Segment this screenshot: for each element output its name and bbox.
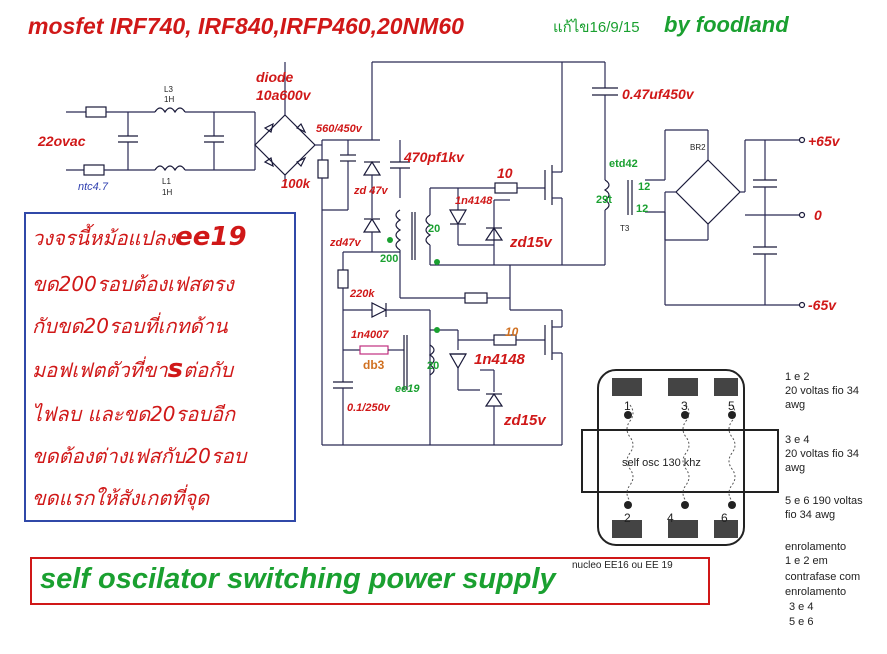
main-bus: [317, 61, 605, 446]
label-winding-200: 200: [380, 253, 398, 265]
label-winding-12b: 12: [636, 203, 648, 215]
label-diode-val: 10a600v: [256, 87, 312, 103]
label-br2: BR2: [690, 143, 706, 152]
svg-text:awg: awg: [785, 462, 805, 474]
label-winding-20-top: 20: [428, 223, 440, 235]
svg-text:3 e 4: 3 e 4: [789, 601, 813, 613]
svg-text:5 e 6: 5 e 6: [789, 616, 813, 628]
label-l3: L3: [164, 85, 173, 94]
label-v-pos: +65v: [808, 133, 841, 149]
thai-line-6: ขดต้องต่างเฟสกับ20รอบ: [32, 444, 247, 468]
label-zd47-top: zd 47v: [353, 185, 389, 197]
label-l3-val: 1H: [164, 95, 174, 104]
svg-text:enrolamento: enrolamento: [785, 586, 846, 598]
svg-text:3 e 4: 3 e 4: [785, 434, 809, 446]
footer-title: self oscilator switching power supply: [40, 563, 556, 595]
input-filter: [66, 106, 255, 176]
label-winding-12a: 12: [638, 181, 650, 193]
pin-1: 1: [624, 399, 631, 413]
svg-text:20 voltas fio 34: 20 voltas fio 34: [785, 385, 859, 397]
label-ee19: ee19: [395, 383, 420, 395]
nucleo-label: nucleo EE16 ou EE 19: [572, 560, 673, 571]
core-label: self osc 130 khz: [622, 457, 701, 469]
bridge-rectifier-1: [254, 62, 322, 185]
svg-text:20 voltas fio 34: 20 voltas fio 34: [785, 448, 859, 460]
svg-text:awg: awg: [785, 399, 805, 411]
thai-line-4: มอฟเฟตตัวที่ขาsต่อกับ: [32, 354, 233, 384]
label-29t: 29t: [596, 194, 612, 206]
label-db3: db3: [363, 358, 385, 372]
inductor-l1: [154, 165, 186, 172]
label-bulk-cap: 560/450v: [316, 123, 363, 135]
pin-5: 5: [728, 399, 735, 413]
label-1n4148-top: 1n4148: [455, 195, 493, 207]
pin-2: 2: [624, 511, 631, 525]
thai-line-7: ขดแรกให้สังเกตที่จุด: [32, 486, 210, 510]
thai-line-1: วงจรนี้หม้อแปลงee19: [32, 222, 247, 252]
svg-text:enrolamento: enrolamento: [785, 541, 846, 553]
thai-line-2: ขด200รอบต้องเฟสตรง: [32, 272, 234, 296]
pin-3: 3: [681, 399, 688, 413]
winding-notes: 1 e 2 20 voltas fio 34 awg 3 e 4 20 volt…: [785, 371, 863, 628]
output-section: [562, 62, 806, 309]
footer-box: self oscilator switching power supply: [30, 557, 710, 605]
inductor-l3: [154, 107, 186, 114]
fuse-symbol: [85, 106, 107, 118]
thai-note-box: วงจรนี้หม้อแปลงee19 ขด200รอบต้องเฟสตรง ก…: [24, 212, 296, 522]
svg-text:contrafase com: contrafase com: [785, 571, 860, 583]
label-100k: 100k: [281, 176, 311, 191]
label-1n4148-bot: 1n4148: [474, 351, 526, 368]
author-text: by foodland: [664, 12, 789, 37]
revision-text: แก้ไข16/9/15: [553, 18, 640, 36]
label-ntc: ntc4.7: [78, 181, 109, 193]
label-r10-top: 10: [497, 165, 513, 181]
phase-dot: [434, 327, 440, 333]
upper-gate-drive: [425, 150, 563, 266]
label-l1-val: 1H: [162, 188, 172, 197]
label-t3: T3: [620, 224, 630, 233]
label-r10-bot: 10: [505, 325, 519, 339]
label-zd15-top: zd15v: [509, 234, 553, 251]
label-zd47-bot: zd47v: [329, 237, 361, 249]
label-v-zero: 0: [814, 207, 822, 223]
phase-dot: [387, 237, 393, 243]
thai-line-5: ไฟลบ และขด20รอบอีก: [32, 402, 236, 426]
diagram-title: mosfet IRF740, IRF840,IRFP460,20NM60: [28, 13, 464, 39]
label-470pf: 470pf1kv: [403, 149, 465, 165]
svg-text:1 e 2: 1 e 2: [785, 371, 809, 383]
svg-text:5 e 6 190 voltas: 5 e 6 190 voltas: [785, 495, 863, 507]
label-zd15-bot: zd15v: [503, 412, 547, 429]
pin-4: 4: [667, 511, 674, 525]
pin-6: 6: [721, 511, 728, 525]
label-cap-01: 0.1/250v: [347, 402, 391, 414]
label-l1: L1: [162, 177, 171, 186]
phase-dot: [434, 259, 440, 265]
label-v-neg: -65v: [808, 297, 837, 313]
label-diode: diode: [256, 69, 294, 85]
svg-text:fio 34 awg: fio 34 awg: [785, 509, 835, 521]
ntc-symbol: [83, 164, 105, 176]
svg-text:1 e 2 em: 1 e 2 em: [785, 555, 828, 567]
label-winding-20-bot: 20: [427, 360, 439, 372]
label-220k: 220k: [349, 288, 375, 300]
core-drawing: [581, 369, 779, 546]
label-vac: 22ovac: [37, 133, 86, 149]
label-etd42: etd42: [609, 158, 638, 170]
label-cap-047: 0.47uf450v: [622, 86, 695, 102]
thai-line-3: กับขด20รอบที่เกทด้าน: [32, 314, 228, 338]
label-1n4007: 1n4007: [351, 329, 389, 341]
